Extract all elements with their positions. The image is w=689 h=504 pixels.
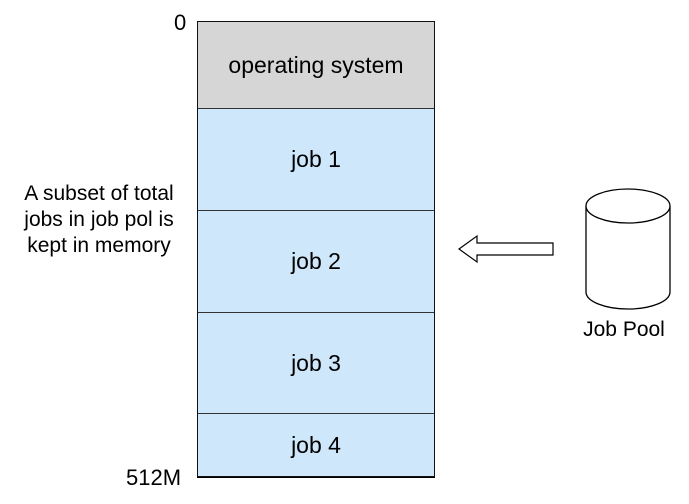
left-arrow-icon	[458, 234, 554, 264]
job-pool-label: Job Pool	[583, 318, 665, 341]
address-end-tick	[197, 477, 435, 478]
os-segment: operating system	[198, 22, 434, 108]
database-cylinder-icon	[585, 188, 671, 310]
job-segment-1: job 1	[198, 108, 434, 210]
job-segment-label: job 3	[291, 349, 341, 376]
job-segment-label: job 4	[291, 431, 341, 458]
memory-layout: operating system job 1 job 2 job 3 job 4	[197, 21, 435, 477]
job-segment-2: job 2	[198, 210, 434, 312]
os-segment-label: operating system	[228, 51, 404, 78]
job-segment-label: job 1	[291, 146, 341, 172]
job-segment-4: job 4	[198, 413, 434, 476]
job-segment-3: job 3	[198, 312, 434, 413]
address-end-label: 512M	[126, 465, 182, 490]
job-segment-label: job 2	[291, 248, 341, 274]
address-start-label: 0	[174, 10, 187, 35]
memory-subset-note: A subset of total jobs in job pol is kep…	[24, 182, 174, 257]
